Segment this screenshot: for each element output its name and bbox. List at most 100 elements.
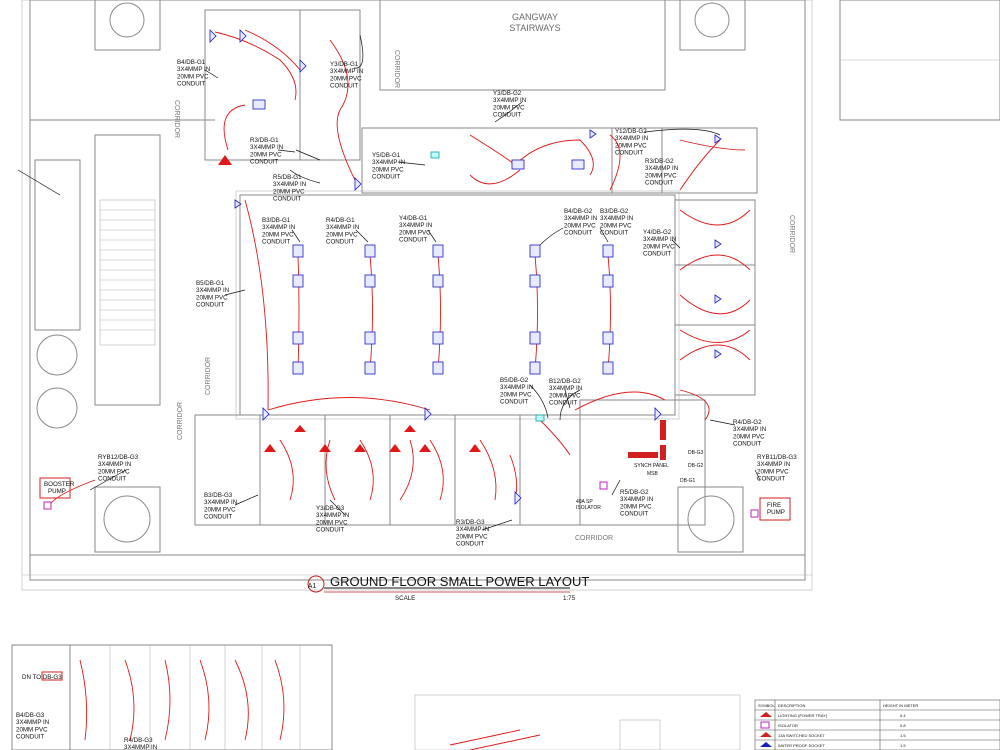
circuit-line: 20MM PVC xyxy=(262,231,294,238)
lower-floor-plan xyxy=(11,644,741,750)
corridor-label-4: CORRIDOR xyxy=(177,402,184,440)
circuit-line: CONDUIT xyxy=(98,476,126,483)
circuit-line: 3X4MMP IN xyxy=(733,426,766,433)
circuit-line: 20MM PVC xyxy=(645,172,677,179)
corridor-label-1: CORRIDOR xyxy=(173,100,180,138)
db-g3-label: DB-G3 xyxy=(688,450,704,456)
circuit-line: B5/DB-G1 xyxy=(196,280,225,287)
circuit-line: 20MM PVC xyxy=(250,151,282,158)
circuit-line: 20MM PVC xyxy=(196,294,228,301)
circuit-line: 3X4MMP IN xyxy=(316,512,349,519)
legend-row-2-height: 0.8 xyxy=(900,723,906,728)
circuit-line: Y5/DB-G1 xyxy=(372,152,401,159)
circuit-line: CONDUIT xyxy=(493,112,521,119)
circuit-line: R5/DB-G2 xyxy=(620,489,649,496)
socket-devices xyxy=(209,29,722,505)
circuit-line: 3X4MMP IN xyxy=(564,215,597,222)
scale-value: 1:75 xyxy=(563,595,576,602)
corridor-label-5: CORRIDOR xyxy=(205,357,212,395)
circuit-line: CONDUIT xyxy=(316,527,344,534)
text-layer: GANGWAY STAIRWAYS CORRIDOR CORRIDOR CORR… xyxy=(22,12,918,748)
db-g1-label: DB-G1 xyxy=(680,478,696,484)
circuit-line: Y12/DB-G2 xyxy=(615,128,647,135)
circuit-line: R3/DB-G3 xyxy=(456,519,485,526)
circuit-line: 3X4MMP IN xyxy=(399,222,432,229)
booster-pump-label-1: BOOSTER xyxy=(44,481,75,488)
distribution-boards xyxy=(39,420,791,681)
circuit-line: CONDUIT xyxy=(500,399,528,406)
isolator-label-1: 40A SP xyxy=(576,499,593,505)
circuit-line: 20MM PVC xyxy=(500,391,532,398)
circuit-line: B3/DB-G1 xyxy=(262,217,291,224)
circuit-line: Y4/DB-G2 xyxy=(643,229,672,236)
circuit-line: 20MM PVC xyxy=(733,433,765,440)
legend-symbol-header: SYMBOL xyxy=(758,703,775,708)
circuit-line: CONDUIT xyxy=(204,514,232,521)
circuit-line: CONDUIT xyxy=(250,159,278,166)
circuit-line: 3X4MMP IN xyxy=(204,499,237,506)
legend-row-1-height: 0.4 xyxy=(900,713,906,718)
circuit-line: 3X4MMP IN xyxy=(500,384,533,391)
legend-description-header: DESCRIPTION xyxy=(778,703,805,708)
synch-panel-label: SYNCH PANEL xyxy=(634,463,669,469)
circuit-line: Y3/DB-G3 xyxy=(316,505,345,512)
circuit-line: 20MM PVC xyxy=(493,104,525,111)
circuit-line: CONDUIT xyxy=(549,400,577,407)
legend-row-4-height: 1.5 xyxy=(900,743,906,748)
circuit-line: 3X4MMP IN xyxy=(98,461,131,468)
scale-label: SCALE xyxy=(395,595,415,602)
legend-row-4-desc: WATER PROOF SOCKET xyxy=(778,743,825,748)
circuit-line: 20MM PVC xyxy=(273,188,305,195)
circuit-line: Y4/DB-G1 xyxy=(399,215,428,222)
drawing-ref: A1 xyxy=(308,583,317,590)
circuit-line: 3X4MMP IN xyxy=(196,287,229,294)
legend-row-3-desc: 13A SWITCHED SOCKET xyxy=(778,733,825,738)
drawing-title: GROUND FLOOR SMALL POWER LAYOUT xyxy=(330,574,589,589)
fire-pump-label-2: PUMP xyxy=(767,509,785,516)
circuit-line: 3X4MMP IN xyxy=(620,496,653,503)
circuit-line: 3X4MMP IN xyxy=(549,385,582,392)
circuit-line: 20MM PVC xyxy=(600,222,632,229)
booster-pump-label-2: PUMP xyxy=(48,488,66,495)
circuit-line: CONDUIT xyxy=(645,180,673,187)
circuit-line: R5/DB-G1 xyxy=(273,174,302,181)
wet-area-sockets xyxy=(218,155,481,452)
circuit-line: 20MM PVC xyxy=(564,222,596,229)
circuit-line: 3X4MMP IN xyxy=(330,68,363,75)
legend-height-header: HEIGHT IN METER xyxy=(883,703,918,708)
circuit-line: CONDUIT xyxy=(456,541,484,548)
title-block xyxy=(307,575,570,593)
circuit-line: R4/DB-G2 xyxy=(733,419,762,426)
legend-table xyxy=(754,699,1000,750)
circuit-line: CONDUIT xyxy=(326,239,354,246)
circuit-line: CONDUIT xyxy=(564,230,592,237)
circuit-line: 20MM PVC xyxy=(456,533,488,540)
circuit-line: CONDUIT xyxy=(620,511,648,518)
legend-row-3-height: 1.5 xyxy=(900,733,906,738)
circuit-line: 3X4MMP IN xyxy=(757,461,790,468)
circuit-line: 20MM PVC xyxy=(204,506,236,513)
circuit-line: 3X4MMP IN xyxy=(262,224,295,231)
circuit-line: B4/DB-G3 xyxy=(16,712,45,719)
circuit-line: CONDUIT xyxy=(600,230,628,237)
circuit-line: 3X4MMP IN xyxy=(177,66,210,73)
circuit-line: B4/DB-G1 xyxy=(177,59,206,66)
building-outline xyxy=(21,0,1000,591)
circuit-line: B5/DB-G2 xyxy=(500,377,529,384)
